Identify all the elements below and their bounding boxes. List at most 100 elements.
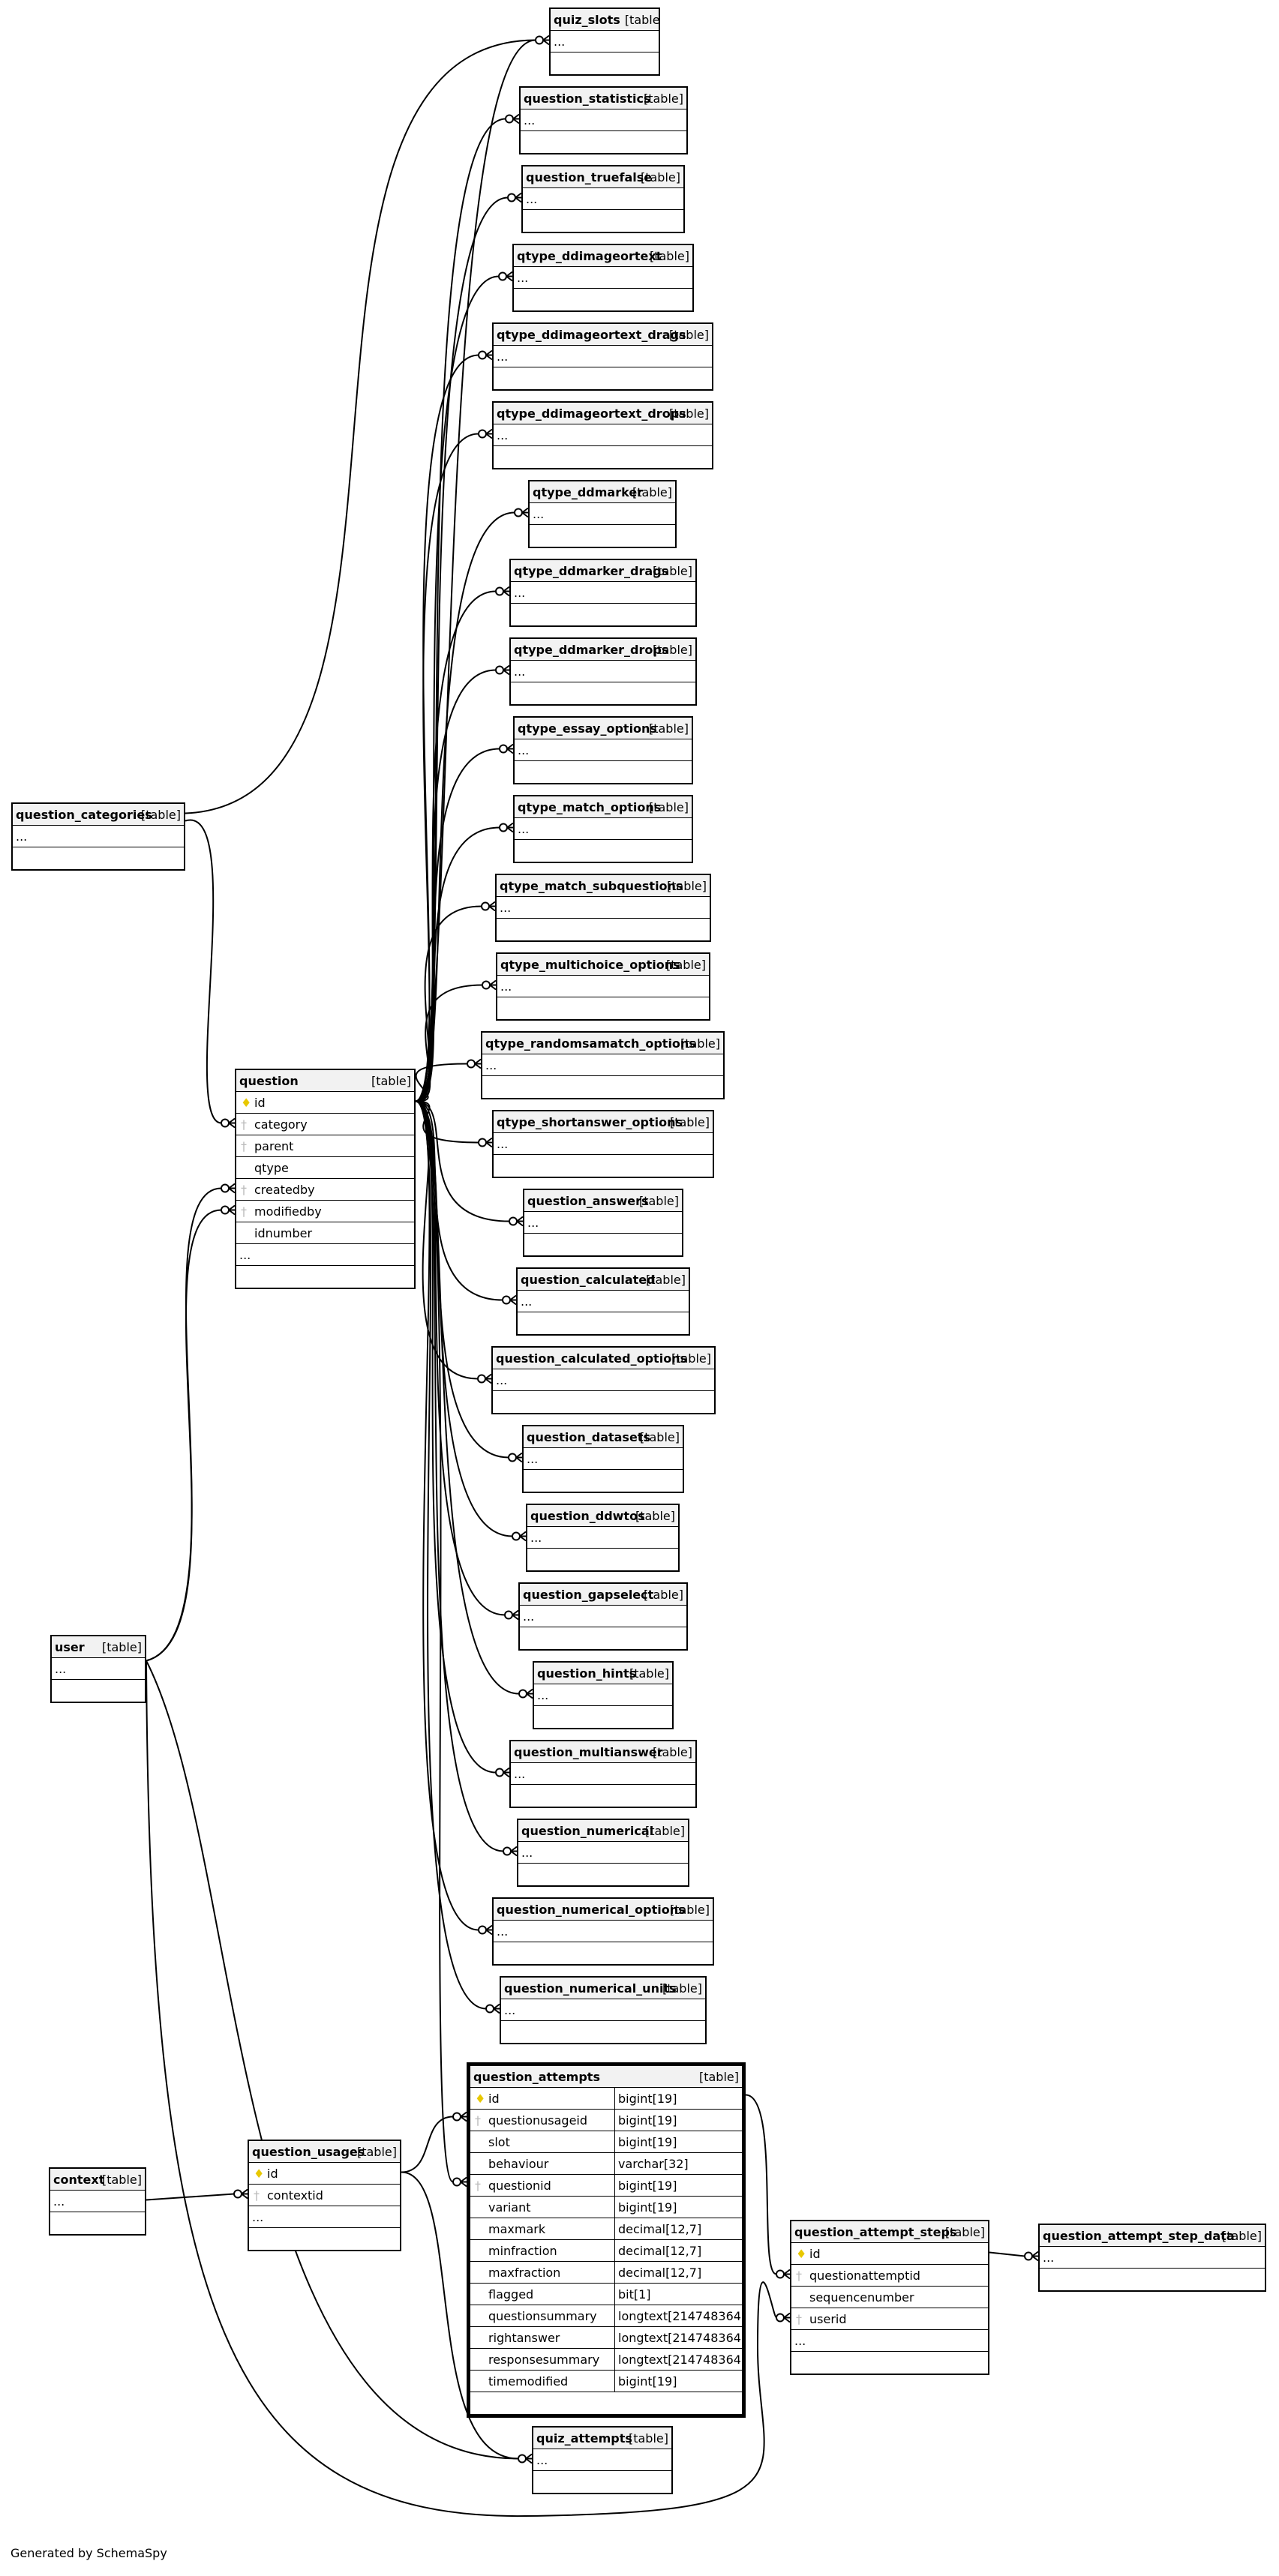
column-createdby[interactable]: †createdby [236, 1179, 414, 1201]
table-header: question_categories[table] [13, 804, 184, 826]
crows-foot-marker [493, 2003, 500, 2014]
column-id[interactable]: ♦id [236, 1092, 414, 1114]
table-qtype-match-subquestions[interactable]: qtype_match_subquestions[table]... [495, 874, 711, 942]
table-quiz-attempts[interactable]: quiz_attempts[table]... [532, 2426, 673, 2494]
more-columns-row: ... [497, 976, 709, 997]
table-question-usages[interactable]: question_usages[table]♦id†contextid... [248, 2140, 401, 2251]
column-contextid[interactable]: †contextid [249, 2185, 400, 2206]
table-name: question_calculated_options [496, 1351, 688, 1366]
edge-user-question-0 [146, 1187, 222, 1662]
table-question-calculated[interactable]: question_calculated[table]... [516, 1267, 690, 1336]
table-qtype-essay-options[interactable]: qtype_essay_options[table]... [513, 716, 693, 784]
table-user[interactable]: user[table]... [50, 1635, 146, 1703]
table-qtype-match-options[interactable]: qtype_match_options[table]... [513, 795, 693, 863]
table-question-attempt-steps[interactable]: question_attempt_steps[table]♦id†questio… [790, 2220, 989, 2375]
edge-categories-question [185, 819, 222, 1124]
table-context[interactable]: context[table]... [49, 2167, 146, 2236]
table-qtype-ddmarker[interactable]: qtype_ddmarker[table]... [528, 480, 677, 548]
optional-marker [776, 2313, 785, 2323]
column-id[interactable]: ♦id [791, 2243, 988, 2265]
table-qtype-ddmarker-drops[interactable]: qtype_ddmarker_drops[table]... [509, 637, 697, 706]
table-question-statistics[interactable]: question_statistics[table]... [519, 86, 688, 154]
table-qtype-shortanswer-options[interactable]: qtype_shortanswer_options[table]... [492, 1110, 714, 1178]
optional-marker [495, 586, 504, 596]
table-name: qtype_ddmarker [533, 485, 644, 499]
table-header: qtype_ddimageortext[table] [514, 245, 692, 267]
column-type: bigint[19] [614, 2197, 742, 2218]
table-question-truefalse[interactable]: question_truefalse[table]... [521, 165, 685, 233]
column-type: decimal[12,7] [614, 2262, 742, 2283]
column-qtype[interactable]: qtype [236, 1157, 414, 1179]
column-idnumber[interactable]: idnumber [236, 1222, 414, 1244]
table-header: qtype_randomsamatch_options[table] [482, 1033, 723, 1054]
table-question-numerical-units[interactable]: question_numerical_units[table]... [500, 1976, 707, 2044]
more-columns-row: ... [1040, 2247, 1265, 2269]
table-question-hints[interactable]: question_hints[table]... [533, 1661, 674, 1729]
table-question-answers[interactable]: question_answers[table]... [523, 1189, 683, 1257]
column-sequencenumber[interactable]: sequencenumber [791, 2287, 988, 2308]
table-question-categories[interactable]: question_categories[table]... [11, 802, 185, 871]
column-questionattemptid[interactable]: †questionattemptid [791, 2265, 988, 2287]
table-qtype-ddimageortext-drags[interactable]: qtype_ddimageortext_drags[table]... [492, 322, 713, 391]
table-type-tag: [table] [668, 328, 709, 342]
crows-foot-marker [228, 1117, 236, 1129]
table-question-multianswer[interactable]: question_multianswer[table]... [509, 1740, 697, 1808]
crows-foot-marker [506, 822, 514, 833]
table-qtype-multichoice-options[interactable]: qtype_multichoice_options[table]... [496, 952, 710, 1021]
table-footer [551, 52, 659, 74]
crows-foot-marker [503, 1767, 510, 1778]
column-parent[interactable]: †parent [236, 1135, 414, 1157]
table-question-gapselect[interactable]: question_gapselect[table]... [518, 1582, 688, 1651]
table-name: question_usages [252, 2145, 365, 2159]
table-question-numerical[interactable]: question_numerical[table]... [517, 1819, 689, 1887]
table-question-datasets[interactable]: question_datasets[table]... [522, 1425, 684, 1493]
table-question-attempt-step-data[interactable]: question_attempt_step_data[table]... [1038, 2224, 1266, 2292]
column-modifiedby[interactable]: †modifiedby [236, 1201, 414, 1222]
column-userid[interactable]: †userid [791, 2308, 988, 2330]
table-header: question_calculated[table] [518, 1269, 689, 1291]
edge-user-question-1 [146, 1209, 222, 1662]
more-columns-row: ... [52, 1658, 145, 1680]
table-qtype-ddimageortext[interactable]: qtype_ddimageortext[table]... [512, 244, 694, 312]
table-type-tag: [table] [640, 170, 680, 184]
foreign-key-icon: † [241, 1204, 247, 1219]
table-qtype-ddimageortext-drops[interactable]: qtype_ddimageortext_drops[table]... [492, 401, 713, 469]
table-question-ddwtos[interactable]: question_ddwtos[table]... [526, 1504, 680, 1572]
table-question-calculated-options[interactable]: question_calculated_options[table]... [491, 1346, 716, 1414]
table-qtype-ddmarker-drags[interactable]: qtype_ddmarker_drags[table]... [509, 559, 697, 627]
column-id[interactable]: ♦id [249, 2163, 400, 2185]
table-type-tag: [table] [101, 2173, 142, 2187]
table-qtype-randomsamatch-options[interactable]: qtype_randomsamatch_options[table]... [481, 1031, 725, 1099]
crows-foot-marker [474, 1058, 482, 1069]
column-type: bit[1] [614, 2284, 742, 2305]
crows-foot-marker [521, 507, 529, 518]
edge-usages-quizattempts [401, 2171, 519, 2460]
crows-foot-marker [485, 1924, 493, 1936]
optional-marker [503, 1846, 512, 1856]
optional-marker [514, 508, 523, 517]
table-type-tag: [table] [671, 1351, 711, 1366]
column-category[interactable]: †category [236, 1114, 414, 1135]
foreign-key-icon: † [241, 1183, 247, 1197]
primary-key-icon: ♦ [254, 2167, 265, 2181]
table-question-numerical-options[interactable]: question_numerical_options[table]... [492, 1897, 714, 1966]
table-quiz-slots[interactable]: quiz_slots[table]... [549, 7, 660, 76]
table-type-tag: [table] [644, 1824, 685, 1838]
table-header: question_calculated_options[table] [493, 1348, 714, 1369]
